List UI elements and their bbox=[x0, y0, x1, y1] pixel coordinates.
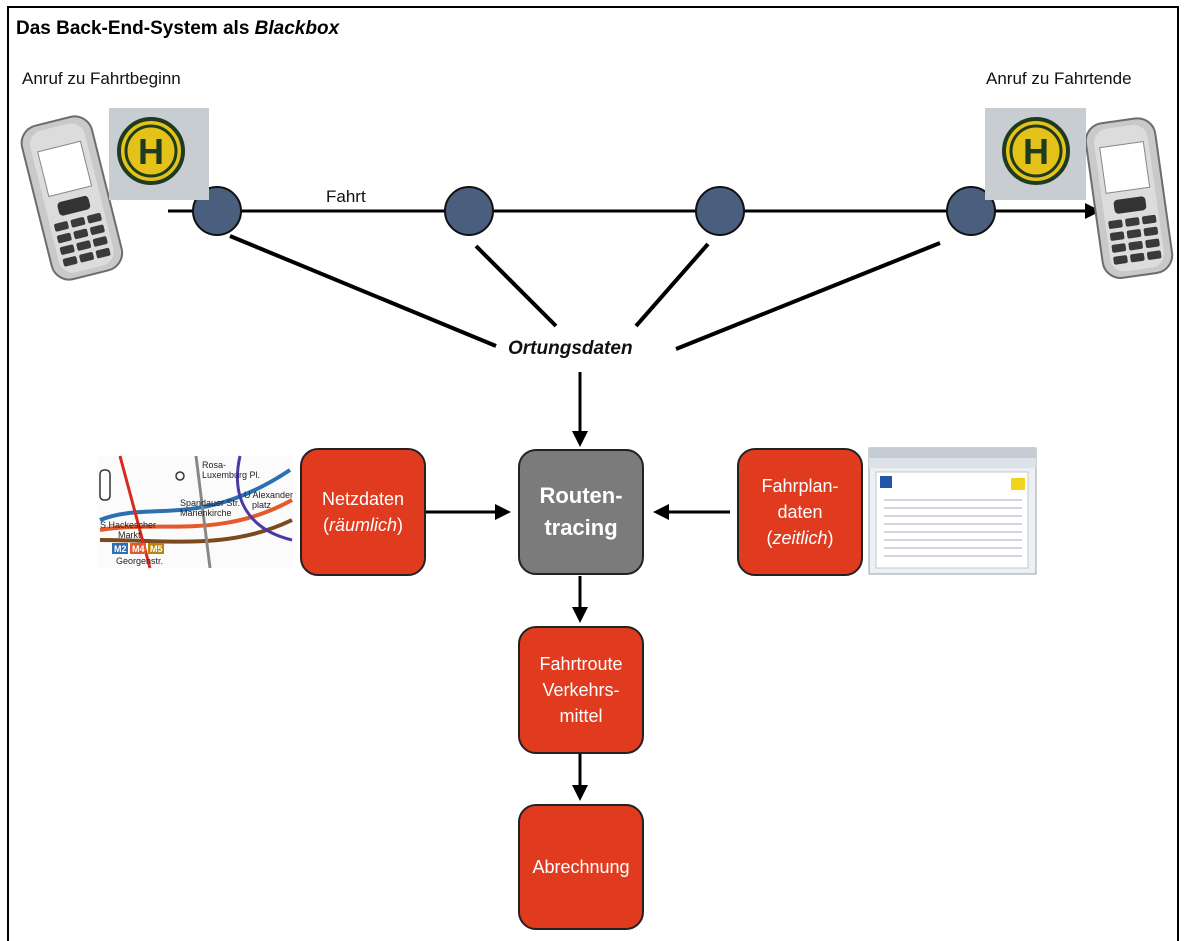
trip-node-2 bbox=[444, 186, 494, 236]
mobile-phone-left-icon bbox=[20, 115, 124, 281]
slide-title: Das Back-End-System als Blackbox bbox=[16, 18, 339, 40]
trip-route-line3: mittel bbox=[559, 706, 603, 726]
network-data-title: Netzdaten bbox=[321, 489, 405, 509]
slide-frame bbox=[7, 6, 1179, 941]
bus-stop-sign-right-icon: H bbox=[985, 108, 1086, 200]
map-label: Marienkirche bbox=[180, 508, 232, 518]
trip-route-line1: Fahrtroute bbox=[539, 654, 623, 674]
billing-label: Abrechnung bbox=[532, 857, 630, 877]
timetable-title-line1: Fahrplan- bbox=[761, 476, 839, 496]
timetable-data-box: Fahrplan- daten (zeitlich) bbox=[737, 448, 863, 576]
map-label: U Alexander bbox=[244, 490, 293, 500]
map-label: Rosa- bbox=[202, 460, 226, 470]
location-line-3 bbox=[634, 242, 710, 328]
trip-route-line2: Verkehrs- bbox=[542, 680, 620, 700]
billing-box: Abrechnung bbox=[518, 804, 644, 930]
trip-route-box: Fahrtroute Verkehrs- mittel bbox=[518, 626, 644, 754]
caption-start-call: Anruf zu Fahrtbeginn bbox=[22, 69, 181, 88]
title-emphasis: Blackbox bbox=[254, 18, 340, 39]
map-label: platz bbox=[252, 500, 272, 510]
network-data-qualifier: (räumlich) bbox=[322, 515, 404, 535]
map-label: S Hackescher bbox=[100, 520, 156, 530]
location-line-2 bbox=[474, 244, 558, 328]
map-label: Luxemburg Pl. bbox=[202, 470, 260, 480]
map-label: Spandauer Str. bbox=[180, 498, 240, 508]
location-line-1 bbox=[229, 234, 497, 348]
timetable-qualifier: (zeitlich) bbox=[766, 528, 834, 548]
map-line-badge: M2 bbox=[114, 544, 127, 554]
timetable-screenshot-thumbnail bbox=[868, 447, 1037, 575]
network-data-box: Netzdaten (räumlich) bbox=[300, 448, 426, 576]
trip-node-3 bbox=[695, 186, 745, 236]
map-line-badge: M4 bbox=[132, 544, 145, 554]
route-tracing-line2: tracing bbox=[544, 515, 618, 540]
trip-node-4 bbox=[946, 186, 996, 236]
title-text: Das Back-End-System als bbox=[16, 18, 255, 39]
map-label: Georgenstr. bbox=[116, 556, 163, 566]
route-tracing-box: Routen- tracing bbox=[518, 449, 644, 575]
transit-map-thumbnail: Rosa- Luxemburg Pl. Spandauer Str. Marie… bbox=[97, 455, 293, 569]
timetable-title-line2: daten bbox=[777, 502, 823, 522]
caption-end-call: Anruf zu Fahrtende bbox=[986, 69, 1132, 88]
map-line-badge: M5 bbox=[150, 544, 163, 554]
route-tracing-line1: Routen- bbox=[539, 483, 623, 508]
location-line-4 bbox=[675, 241, 941, 351]
stop-sign-right-letter: H bbox=[1023, 131, 1049, 172]
trip-label: Fahrt bbox=[326, 187, 366, 206]
bus-stop-sign-left-icon: H bbox=[109, 108, 209, 200]
mobile-phone-right-icon bbox=[1084, 117, 1174, 279]
stop-sign-left-letter: H bbox=[138, 131, 164, 172]
location-data-label: Ortungsdaten bbox=[508, 338, 633, 359]
map-label: Markt bbox=[118, 530, 141, 540]
